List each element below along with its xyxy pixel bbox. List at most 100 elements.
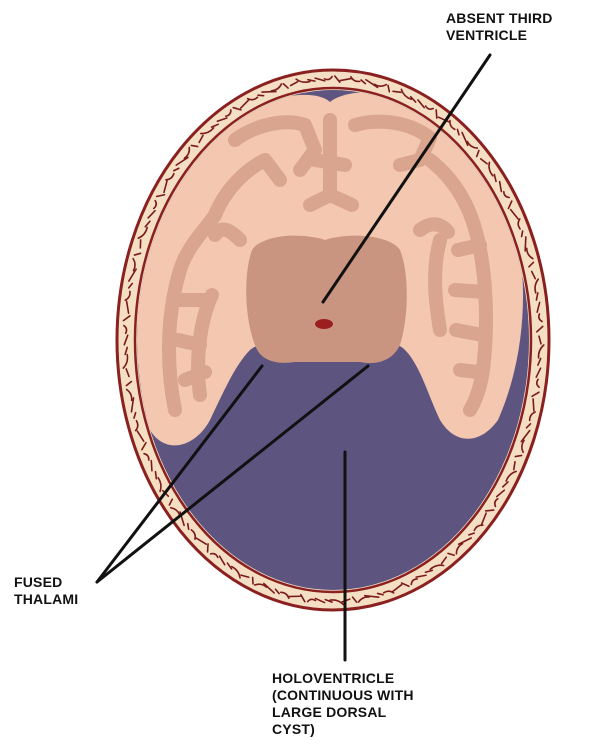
suture-mark bbox=[122, 353, 129, 369]
suture-mark bbox=[144, 220, 151, 228]
suture-mark bbox=[282, 82, 289, 89]
suture-mark bbox=[125, 300, 130, 315]
label-absent-third-ventricle: ABSENT THIRD VENTRICLE bbox=[446, 10, 553, 43]
suture-mark bbox=[479, 158, 488, 165]
suture-mark bbox=[410, 578, 418, 586]
suture-mark bbox=[480, 512, 487, 526]
suture-mark bbox=[513, 460, 516, 471]
suture-mark bbox=[299, 593, 306, 603]
suture-mark bbox=[163, 180, 168, 194]
suture-mark bbox=[133, 252, 142, 256]
suture-mark bbox=[289, 80, 299, 87]
suture-mark bbox=[488, 161, 494, 177]
suture-mark bbox=[435, 109, 438, 119]
suture-mark bbox=[502, 190, 511, 199]
suture-mark bbox=[165, 172, 175, 181]
suture-mark bbox=[400, 88, 413, 101]
suture-mark bbox=[447, 552, 455, 557]
suture-mark bbox=[534, 278, 540, 294]
suture-mark bbox=[190, 529, 197, 541]
suture-mark bbox=[339, 77, 353, 82]
label-holoventricle: HOLOVENTRICLE (CONTINUOUS WITH LARGE DOR… bbox=[272, 670, 414, 737]
suture-mark bbox=[424, 105, 434, 110]
suture-mark bbox=[373, 83, 388, 87]
suture-mark bbox=[122, 315, 131, 322]
suture-mark bbox=[155, 193, 166, 198]
label-fused-thalami: FUSED THALAMI bbox=[14, 574, 79, 607]
suture-mark bbox=[168, 498, 174, 506]
suture-mark bbox=[307, 78, 316, 82]
suture-mark bbox=[501, 481, 509, 488]
gyral-folds bbox=[161, 113, 493, 417]
suture-mark bbox=[150, 459, 153, 472]
suture-mark bbox=[195, 537, 208, 546]
suture-mark bbox=[440, 556, 448, 565]
suture-mark bbox=[124, 346, 129, 356]
suture-mark bbox=[520, 429, 531, 443]
suture-mark bbox=[333, 75, 341, 84]
suture-mark bbox=[391, 583, 403, 593]
suture-mark bbox=[329, 599, 345, 606]
suture-mark bbox=[125, 368, 130, 378]
suture-mark bbox=[424, 569, 434, 574]
suture-mark bbox=[253, 583, 268, 588]
suture-mark bbox=[457, 537, 472, 545]
suture-mark bbox=[409, 95, 417, 103]
leader-line-third-ventricle bbox=[321, 53, 492, 304]
suture-mark bbox=[279, 591, 290, 600]
suture-mark bbox=[536, 325, 544, 333]
suture-mark bbox=[130, 397, 135, 413]
suture-mark bbox=[484, 509, 495, 512]
suture-mark bbox=[274, 588, 280, 595]
suture-mark bbox=[536, 301, 541, 313]
suture-mark bbox=[324, 598, 333, 603]
suture-mark bbox=[133, 411, 137, 419]
suture-mark bbox=[225, 109, 232, 117]
suture-mark bbox=[536, 378, 540, 389]
suture-mark bbox=[152, 199, 158, 210]
suture-mark bbox=[532, 398, 535, 412]
suture-mark bbox=[314, 597, 326, 604]
suture-mark bbox=[128, 268, 137, 282]
leader-line-thalami-right bbox=[95, 364, 370, 584]
suture-mark bbox=[538, 335, 542, 345]
suture-mark bbox=[507, 200, 513, 210]
suture-mark bbox=[183, 146, 191, 160]
suture-mark bbox=[456, 128, 460, 136]
suture-mark bbox=[239, 98, 250, 109]
suture-mark bbox=[415, 574, 427, 578]
suture-mark bbox=[127, 282, 134, 289]
suture-mark bbox=[141, 441, 147, 451]
suture-mark bbox=[360, 79, 367, 85]
suture-mark bbox=[382, 590, 395, 594]
suture-mark bbox=[530, 270, 537, 280]
skull-inner-table bbox=[133, 86, 533, 594]
suture-mark bbox=[123, 334, 129, 346]
suture-mark bbox=[132, 257, 136, 272]
suture-mark bbox=[323, 75, 333, 81]
leader-line-thalami-left bbox=[95, 364, 264, 584]
suture-mark bbox=[537, 344, 545, 359]
suture-mark bbox=[535, 367, 542, 379]
suture-mark bbox=[216, 117, 228, 123]
suture-mark bbox=[520, 230, 524, 238]
suture-mark bbox=[240, 574, 250, 579]
suture-mark bbox=[198, 134, 204, 144]
suture-mark bbox=[157, 476, 162, 493]
suture-mark bbox=[154, 470, 158, 480]
absent-third-ventricle-remnant bbox=[315, 319, 333, 329]
suture-mark bbox=[147, 209, 156, 219]
suture-mark bbox=[351, 596, 358, 603]
suture-mark bbox=[134, 419, 139, 432]
suture-mark bbox=[493, 173, 497, 183]
suture-mark bbox=[455, 542, 464, 555]
suture-mark bbox=[521, 439, 525, 454]
suture-mark bbox=[531, 391, 540, 398]
suture-mark bbox=[230, 565, 241, 579]
suture-mark bbox=[125, 380, 133, 387]
suture-mark bbox=[493, 497, 499, 508]
suture-mark bbox=[350, 75, 361, 83]
suture-mark bbox=[123, 324, 128, 335]
suture-mark bbox=[517, 218, 521, 230]
suture-mark bbox=[376, 592, 384, 596]
